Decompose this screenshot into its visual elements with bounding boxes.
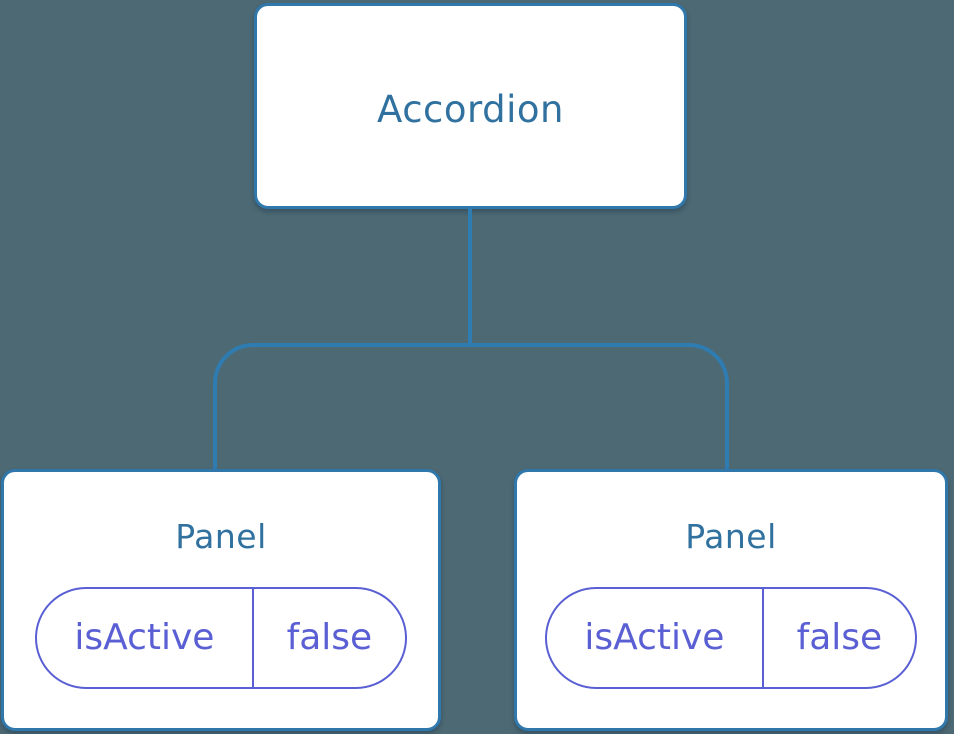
- accordion-node: Accordion: [254, 3, 687, 209]
- connector-branch: [213, 343, 729, 473]
- connector-stem: [468, 208, 472, 345]
- accordion-node-label: Accordion: [377, 87, 564, 131]
- panel-node-1: Panel isActive false: [1, 469, 441, 731]
- state-pill-2: isActive false: [545, 587, 917, 690]
- state-key-2: isActive: [584, 616, 725, 658]
- state-value-2: false: [761, 589, 915, 688]
- state-value-1: false: [251, 589, 405, 688]
- state-key-1: isActive: [74, 616, 215, 658]
- panel-node-2: Panel isActive false: [514, 469, 948, 731]
- panel-node-1-label: Panel: [175, 517, 267, 556]
- state-pill-1: isActive false: [35, 587, 407, 690]
- panel-node-2-label: Panel: [685, 517, 777, 556]
